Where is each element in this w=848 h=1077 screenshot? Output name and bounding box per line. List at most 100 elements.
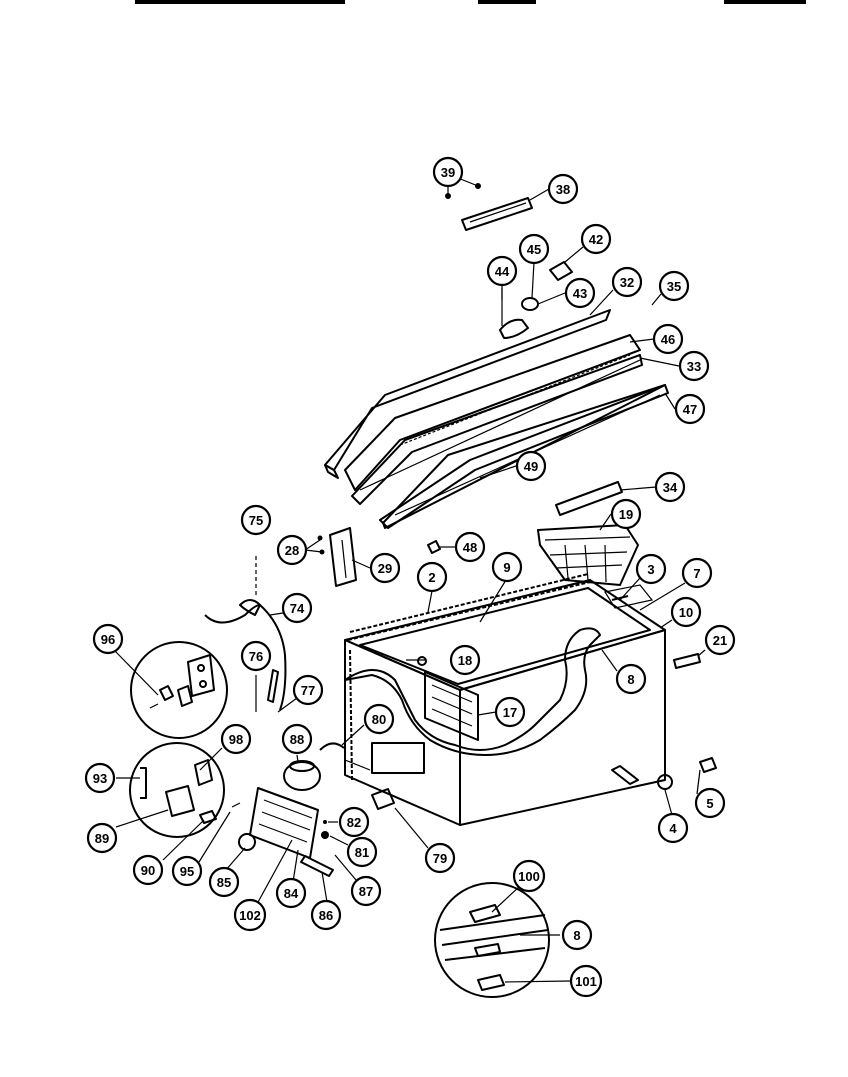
rear-cover-parts (231, 787, 334, 877)
callout-circle (220, 723, 252, 755)
callout-49: 49 (515, 450, 547, 482)
callout-number: 18 (458, 653, 472, 668)
callout-circle (486, 255, 518, 287)
callout-39: 39 (432, 156, 464, 188)
callout-circle (654, 471, 686, 503)
callout-number: 90 (141, 863, 155, 878)
callout-circle (547, 173, 579, 205)
drain-parts (611, 595, 717, 790)
callout-number: 49 (524, 459, 538, 474)
callout-number: 29 (378, 561, 392, 576)
callout-9: 9 (491, 551, 523, 583)
callout-circle (674, 393, 706, 425)
callout-75: 75 (240, 504, 272, 536)
callout-number: 21 (713, 633, 727, 648)
callout-circle (338, 806, 370, 838)
callout-number: 42 (589, 232, 603, 247)
callout-76: 76 (240, 640, 272, 672)
callout-circle (681, 557, 713, 589)
callout-circle (132, 854, 164, 886)
callout-circle (233, 898, 267, 932)
lid-assembly (324, 309, 669, 529)
leader-lines (114, 177, 706, 983)
detail-circle-relay (129, 742, 225, 838)
callout-10: 10 (670, 596, 702, 628)
callout-circle (240, 640, 272, 672)
callout-88: 88 (281, 723, 313, 755)
callout-77: 77 (292, 674, 324, 706)
callout-28: 28 (276, 534, 308, 566)
callout-21: 21 (704, 624, 736, 656)
callout-circle (86, 822, 118, 854)
callout-circle (432, 156, 464, 188)
callout-48: 48 (454, 531, 486, 563)
callout-circle (171, 855, 203, 887)
callout-number: 33 (687, 359, 701, 374)
callout-89: 89 (86, 822, 118, 854)
callout-circle (491, 551, 523, 583)
callout-circle (416, 561, 448, 593)
callout-8: 8 (615, 663, 647, 695)
callout-circle (657, 812, 689, 844)
callout-number: 45 (527, 242, 541, 257)
callout-number: 93 (93, 771, 107, 786)
callout-number: 88 (290, 732, 304, 747)
callout-number: 28 (285, 543, 299, 558)
callout-number: 102 (239, 908, 261, 923)
callout-number: 96 (101, 632, 115, 647)
callout-circle (346, 836, 378, 868)
callout-number: 80 (372, 712, 386, 727)
callout-number: 9 (503, 560, 510, 575)
callout-circle (292, 674, 324, 706)
callout-number: 74 (290, 601, 305, 616)
callout-17: 17 (494, 696, 526, 728)
callout-46: 46 (652, 323, 684, 355)
callout-98: 98 (220, 723, 252, 755)
callout-circle (454, 531, 486, 563)
callout-number: 89 (95, 831, 109, 846)
callout-number: 19 (619, 507, 633, 522)
callout-number: 81 (355, 845, 369, 860)
callout-number: 43 (573, 286, 587, 301)
callout-circle (208, 866, 240, 898)
callout-number: 84 (284, 886, 299, 901)
divider-and-basket (537, 481, 639, 586)
callout-81: 81 (346, 836, 378, 868)
callout-87: 87 (350, 875, 382, 907)
callout-circle (569, 964, 603, 998)
callout-96: 96 (92, 623, 124, 655)
callout-circle (515, 450, 547, 482)
callout-8: 8 (561, 919, 593, 951)
callout-circle (580, 223, 612, 255)
callout-circle (240, 504, 272, 536)
callout-circle (611, 266, 643, 298)
compressor-area (283, 742, 395, 839)
callout-29: 29 (369, 552, 401, 584)
callout-circle (275, 877, 307, 909)
callout-18: 18 (449, 644, 481, 676)
callout-circle (610, 498, 642, 530)
callout-circle (369, 552, 401, 584)
freezer-cabinet (344, 579, 666, 826)
callout-number: 35 (667, 279, 681, 294)
callout-45: 45 (518, 233, 550, 265)
callout-number: 7 (693, 566, 700, 581)
callout-number: 8 (573, 928, 580, 943)
callout-number: 82 (347, 815, 361, 830)
callout-circle (518, 233, 550, 265)
callout-43: 43 (564, 277, 596, 309)
callout-number: 48 (463, 540, 477, 555)
callout-19: 19 (610, 498, 642, 530)
callout-32: 32 (611, 266, 643, 298)
callout-circle (363, 703, 395, 735)
callout-7: 7 (681, 557, 713, 589)
callout-number: 46 (661, 332, 675, 347)
callout-number: 10 (679, 605, 693, 620)
cropped-header (135, 0, 806, 4)
wiring-harness (204, 556, 287, 712)
callout-102: 102 (233, 898, 267, 932)
callout-number: 4 (669, 821, 677, 836)
callout-number: 76 (249, 649, 263, 664)
callout-101: 101 (569, 964, 603, 998)
callout-34: 34 (654, 471, 686, 503)
